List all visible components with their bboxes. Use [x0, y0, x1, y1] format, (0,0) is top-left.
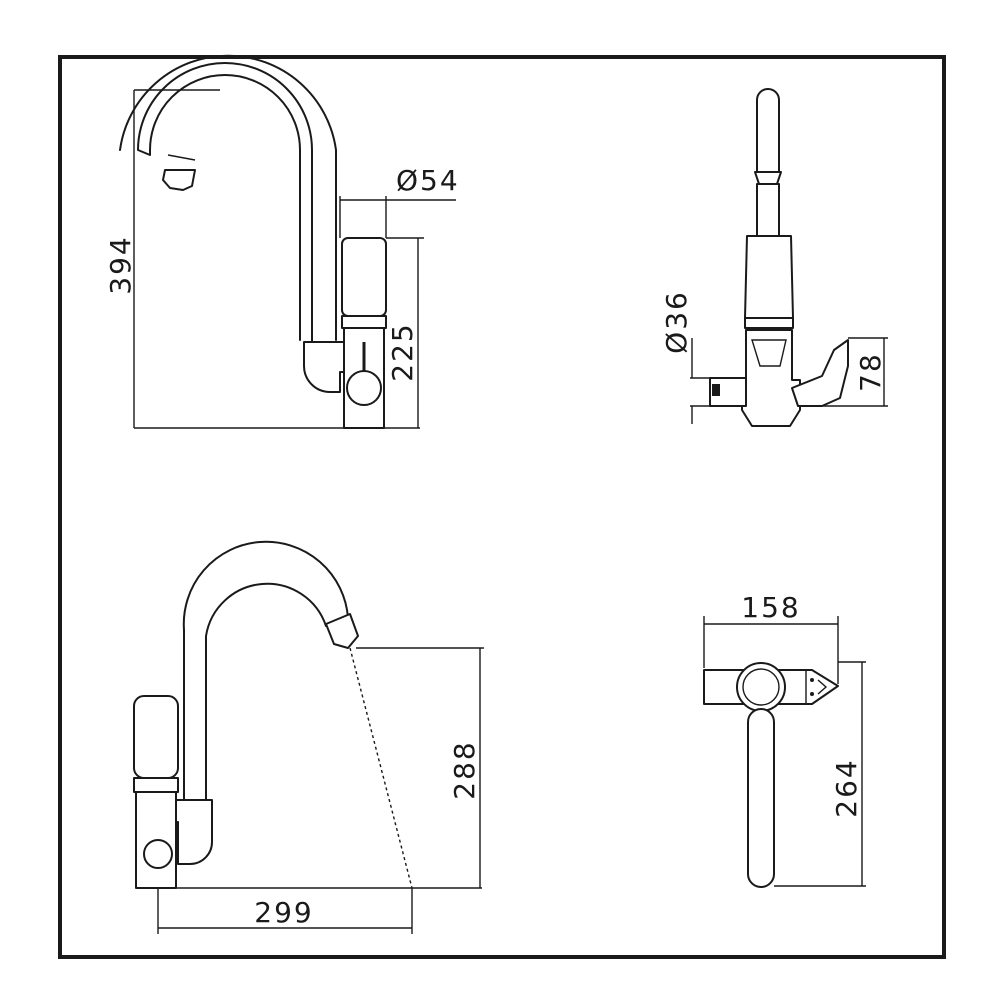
front-handle [341, 237, 387, 317]
dim-label-158: 158 [741, 591, 800, 624]
front-body-base [303, 341, 349, 393]
dim-label-78: 78 [854, 352, 887, 392]
side-body [741, 329, 801, 427]
front-view: 394 Ø54 225 [104, 54, 460, 429]
dim-label-288: 288 [448, 740, 481, 799]
reach-spout-inner [205, 582, 327, 805]
reach-view: 288 299 [133, 540, 484, 934]
spout-tip [162, 169, 196, 191]
top-view: 158 264 [703, 591, 866, 888]
side-lever [791, 339, 849, 407]
side-view: Ø36 78 [660, 88, 888, 427]
top-spout [747, 708, 775, 888]
dim-label-299: 299 [254, 896, 313, 929]
dim-label-394: 394 [104, 235, 137, 294]
dim-label-36: Ø36 [660, 290, 693, 354]
dim-label-54: Ø54 [396, 164, 460, 197]
reach-spout-tip [325, 613, 359, 649]
reach-handle [133, 695, 179, 779]
spout-outer [119, 54, 337, 341]
reach-knob [143, 839, 173, 869]
water-stream [349, 647, 413, 889]
side-handle [744, 235, 794, 319]
front-knob [346, 370, 382, 406]
drawing-frame [58, 55, 946, 959]
top-cartridge [736, 662, 786, 712]
dim-label-225: 225 [386, 322, 419, 381]
reach-spout-outer [182, 540, 349, 805]
dim-label-264: 264 [830, 758, 863, 817]
side-spout [756, 88, 780, 173]
reach-body-base [169, 799, 213, 865]
